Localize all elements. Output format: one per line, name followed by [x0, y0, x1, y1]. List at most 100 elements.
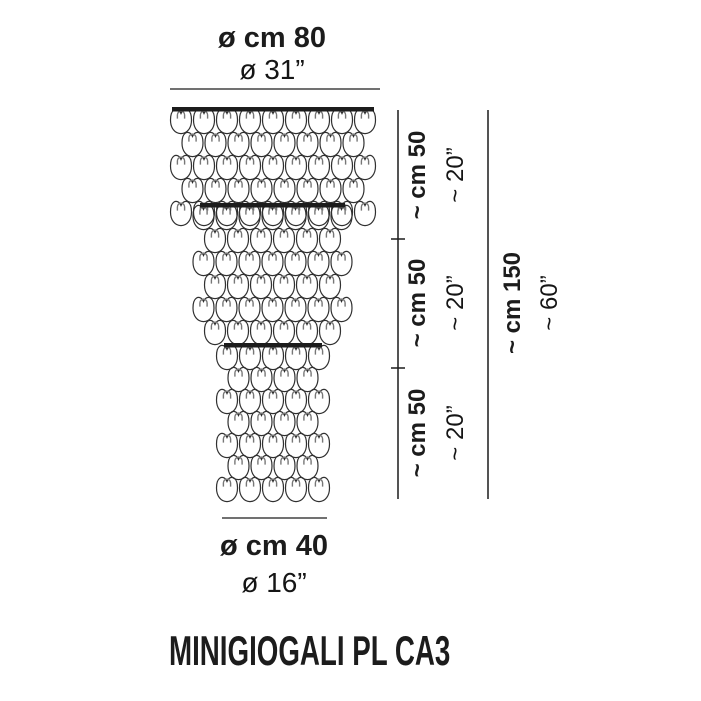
glass-hook-icon [307, 476, 331, 503]
glass-hook-icon [353, 108, 377, 135]
glass-hook-icon [273, 131, 296, 158]
glass-hook-icon [273, 177, 296, 204]
glass-hook-icon [296, 410, 319, 437]
glass-hook-icon [215, 476, 239, 503]
glass-hook-icon [319, 177, 342, 204]
segment2-height-metric: ~ cm 50 [404, 258, 431, 348]
glass-hook-icon [296, 454, 319, 481]
glass-hook-icon [204, 177, 227, 204]
glass-hook-icon [181, 131, 204, 158]
glass-hook-icon [318, 319, 342, 346]
glass-hook-icon [192, 250, 215, 277]
segment2-height-imperial: ~ 20” [442, 275, 469, 331]
glass-hook-icon [238, 108, 262, 135]
glass-hook-icon [284, 154, 308, 181]
glass-hook-icon [261, 388, 285, 415]
glass-hook-icon [295, 319, 319, 346]
total-height-imperial: ~ 60” [536, 275, 563, 331]
glass-hook-icon [272, 319, 296, 346]
glass-hook-icon [249, 227, 273, 254]
glass-hook-icon [273, 366, 296, 393]
glass-hook-icon [295, 227, 319, 254]
glass-hook-icon [238, 432, 262, 459]
glass-hook-icon [296, 366, 319, 393]
glass-hook-icon [250, 454, 273, 481]
glass-hook-icon [261, 432, 285, 459]
glass-hook-icon [192, 296, 215, 323]
glass-hook-icon [342, 177, 365, 204]
glass-hook-icon [215, 388, 239, 415]
glass-hook-icon [226, 273, 250, 300]
glass-hook-icon [307, 154, 331, 181]
glass-hook-icon [318, 227, 342, 254]
glass-hook-icon [261, 250, 284, 277]
glass-hook-icon [238, 250, 261, 277]
glass-hook-icon [342, 131, 365, 158]
glass-hook-icon [284, 250, 307, 277]
bottom-diameter-imperial: ø 16” [241, 567, 307, 598]
glass-hook-icon [203, 227, 227, 254]
glass-hook-icon [238, 476, 262, 503]
glass-hook-icon [215, 344, 239, 371]
glass-hook-icon [319, 131, 342, 158]
glass-hook-icon [296, 131, 319, 158]
glass-hook-icon [261, 108, 285, 135]
glass-hook-icon [353, 154, 377, 181]
glass-hook-icon [215, 154, 239, 181]
glass-hook-icon [318, 273, 342, 300]
glass-hook-icon [249, 319, 273, 346]
glass-hook-icon [192, 154, 216, 181]
glass-hook-icon [192, 108, 216, 135]
glass-hook-icon [226, 227, 250, 254]
glass-hook-icon [227, 131, 250, 158]
glass-hook-icon [203, 273, 227, 300]
glass-hook-icon [330, 108, 354, 135]
glass-hook-icon [307, 296, 330, 323]
glass-hook-icon [215, 250, 238, 277]
glass-hook-icon [181, 177, 204, 204]
segment3-height-metric: ~ cm 50 [404, 388, 431, 478]
glass-hook-icon [307, 250, 330, 277]
glass-hook-icon [227, 177, 250, 204]
top-diameter-imperial: ø 31” [239, 54, 305, 85]
glass-hook-icon [307, 388, 331, 415]
glass-hook-icon [238, 388, 262, 415]
glass-hook-icon [227, 366, 250, 393]
glass-hook-icon [272, 273, 296, 300]
glass-hook-icon [330, 250, 353, 277]
glass-hook-icon [284, 344, 308, 371]
glass-hook-icon [284, 108, 308, 135]
glass-hook-icon [250, 177, 273, 204]
glass-hook-icon [272, 227, 296, 254]
glass-hook-icon [215, 108, 239, 135]
glass-hook-icon [250, 366, 273, 393]
glass-hook-icon [273, 454, 296, 481]
glass-hook-icon [284, 388, 308, 415]
glass-hook-icon [203, 319, 227, 346]
glass-hook-icon [250, 410, 273, 437]
glass-hook-icon [169, 108, 193, 135]
glass-hook-icon [261, 476, 285, 503]
glass-hook-icon [261, 154, 285, 181]
segment3-height-imperial: ~ 20” [442, 405, 469, 461]
glass-hook-icon [261, 344, 285, 371]
glass-hook-icon [273, 410, 296, 437]
glass-hook-icon [307, 432, 331, 459]
tier3-bar [224, 343, 322, 348]
glass-hook-icon [169, 154, 193, 181]
top-diameter-metric: ø cm 80 [218, 22, 326, 54]
glass-hook-icon [250, 131, 273, 158]
glass-hook-icon [284, 476, 308, 503]
glass-hook-icon [215, 432, 239, 459]
bottom-diameter-metric: ø cm 40 [220, 530, 328, 562]
glass-hook-icon [169, 200, 193, 227]
glass-hook-icon [284, 432, 308, 459]
glass-hook-icon [296, 177, 319, 204]
glass-hook-icon [238, 344, 262, 371]
model-name: MINIGIOGALI PL CA3 [169, 627, 451, 674]
glass-hook-mesh [169, 108, 377, 503]
glass-hook-icon [307, 344, 331, 371]
glass-hook-icon [238, 154, 262, 181]
